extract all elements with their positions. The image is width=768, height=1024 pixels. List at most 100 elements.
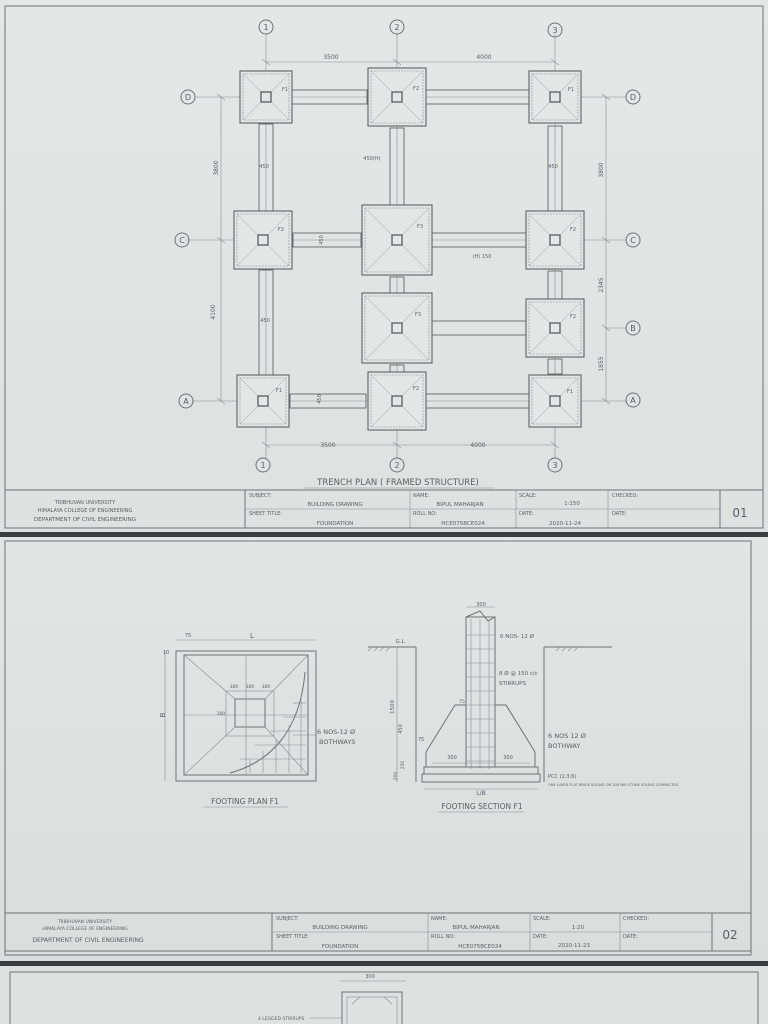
- footing-tag-5: F3: [417, 224, 423, 230]
- dim-right-1: 3800: [598, 162, 605, 177]
- tb2-scale-label: SCALE:: [533, 916, 551, 922]
- tb1-college: HIMALAYA COLLEGE OF ENGINEERING: [38, 508, 133, 514]
- tb1-date2-label: DATE:: [612, 511, 627, 517]
- footing-tag-7: F3: [415, 312, 421, 318]
- grid-letter-a-left: A: [183, 397, 189, 406]
- grid-number-1-bottom: 1: [260, 461, 265, 470]
- dim-right-2: 2345: [598, 277, 605, 292]
- tb1-sheet-number: 01: [732, 506, 747, 520]
- grid-number-1-top: 1: [263, 23, 268, 32]
- pb-label: (H) 150: [473, 254, 492, 260]
- dimension-lines: [216, 58, 611, 449]
- plan-rebar-note-2: BOTHWAYS: [319, 738, 355, 746]
- tb1-checked-label: CHECKED:: [612, 493, 638, 499]
- tb1-roll-label: ROLL NO:: [413, 511, 437, 517]
- grid-letter-c-left: C: [179, 236, 185, 245]
- plan-dim-75: 75: [185, 633, 191, 639]
- dim-bottom-2: 4000: [470, 442, 485, 449]
- section-stirrups-1: 8 Ø @ 150 c/c: [499, 670, 538, 677]
- dim-top-2: 4000: [476, 54, 491, 61]
- footing-section: [367, 606, 612, 790]
- tb1-subject: BUILDING DRAWING: [307, 502, 362, 508]
- beam-label-1: 450(H): [363, 156, 380, 162]
- tb2-scale: 1:20: [572, 925, 585, 931]
- section-bars: 6 NOS- 12 Ø: [500, 633, 535, 640]
- section-dim-300a: 300: [447, 755, 457, 761]
- dim-top-1: 3500: [323, 54, 338, 61]
- footing-tag-9: F1: [276, 388, 282, 394]
- footing-tag-11: F1: [567, 389, 573, 395]
- tb1-date: 2020-11-24: [549, 521, 581, 527]
- tb1-sheet-title: FOUNDATION: [317, 521, 354, 527]
- footing-tag-3: F1: [568, 87, 574, 93]
- tb2-sheet-title-label: SHEET TITLE:: [276, 934, 309, 940]
- footing-tag-4: F2: [278, 227, 284, 233]
- footing-section-caption: FOOTING SECTION F1: [441, 802, 522, 811]
- tb1-scale-label: SCALE:: [519, 493, 537, 499]
- title-block-1: [4, 489, 764, 529]
- grid-number-3-bottom: 3: [552, 461, 557, 470]
- footing-10: [367, 371, 427, 431]
- grid-letter-d-right: D: [630, 93, 636, 102]
- dim-right-3: 1855: [598, 356, 605, 371]
- footing-8: [525, 298, 585, 358]
- footing-1: [239, 70, 293, 124]
- trench-plan-sheet: 1 2 3 1 2 3 D C A D C B A 3500: [0, 0, 768, 532]
- footing-4: [233, 210, 293, 270]
- grid-bubbles: [174, 19, 641, 473]
- tb2-roll-label: ROLL NO:: [431, 934, 455, 940]
- section-stirrups-2: STIRRUPS: [499, 681, 526, 687]
- section-dim-1500: 1500: [390, 700, 396, 714]
- footing-plan-caption: FOOTING PLAN F1: [211, 797, 279, 806]
- dim-left-1: 3800: [213, 160, 220, 175]
- tb1-sheet-title-label: SHEET TITLE:: [249, 511, 282, 517]
- tb2-college: HIMALAYA COLLEGE OF ENGINEERING: [42, 926, 128, 932]
- plan-inner-dim-4: 300: [217, 711, 226, 717]
- grid-number-3-top: 3: [552, 26, 557, 35]
- dim-bottom-1: 3500: [320, 442, 335, 449]
- tb2-name-label: NAME:: [431, 916, 448, 922]
- plan-dim-10: 10: [163, 650, 169, 656]
- footing-tag-6: F2: [570, 227, 576, 233]
- tb1-roll: HCE075BCE024: [441, 521, 485, 527]
- footing-details-drawing: L 75 B 10 300 300 300 300 6 NOS-12 Ø BOT…: [4, 540, 752, 956]
- beam-label-6: 450: [317, 394, 323, 404]
- grid-letter-d-left: D: [185, 93, 191, 102]
- tb1-scale: 1:150: [564, 501, 580, 507]
- title-block-2: [4, 912, 752, 952]
- footing-9: [236, 374, 290, 428]
- beam-label-5: 450: [260, 318, 270, 324]
- tb1-date-label: DATE:: [519, 511, 534, 517]
- tb2-sheet-title: FOUNDATION: [322, 944, 359, 950]
- stirrup-detail-sheet: 300 4 LEGGED STIRRUPS: [0, 966, 768, 1024]
- tb2-subject: BUILDING DRAWING: [312, 925, 367, 931]
- plan-inner-dim-3: 300: [262, 684, 271, 690]
- beam-label-3: 450: [548, 164, 558, 170]
- section-dim-450: 450: [398, 724, 404, 734]
- section-col-width: 300: [476, 602, 486, 608]
- plan-rebar-note-1: 6 NOS-12 Ø: [317, 728, 355, 736]
- tb1-subject-label: SUBJECT:: [249, 493, 272, 499]
- stirrup-note: 4 LEGGED STIRRUPS: [258, 1016, 305, 1022]
- tb2-date-label: DATE:: [533, 934, 548, 940]
- footing-7: [361, 292, 433, 364]
- trench-plan-title: TRENCH PLAN ( FRAMED STRUCTURE): [316, 478, 479, 488]
- section-pcc: PCC (1:3:6): [548, 774, 576, 780]
- tb1-name-label: NAME:: [413, 493, 430, 499]
- footing-plan: [164, 639, 317, 782]
- beam-label-4: 450: [319, 235, 325, 245]
- section-dim-75b: 75: [459, 699, 465, 705]
- plan-inner-dim-2: 300: [246, 684, 255, 690]
- beam-label-2: 450: [259, 164, 269, 170]
- footing-6: [525, 210, 585, 270]
- footing-details-sheet: L 75 B 10 300 300 300 300 6 NOS-12 Ø BOT…: [0, 537, 768, 961]
- plan-inner-dim-1: 300: [230, 684, 239, 690]
- footings: [233, 67, 585, 431]
- tb1-department: DEPARTMENT OF CIVIL ENGINEERING: [34, 517, 136, 523]
- tb2-name: BIPUL MAHARJAN: [452, 925, 499, 931]
- footing-tag-2: F2: [413, 86, 419, 92]
- section-lb: L/B: [476, 790, 485, 797]
- plan-dim-b: B: [159, 712, 167, 717]
- section-gl: G.L: [395, 639, 405, 645]
- trench-plan-drawing: 1 2 3 1 2 3 D C A D C B A 3500: [4, 5, 764, 529]
